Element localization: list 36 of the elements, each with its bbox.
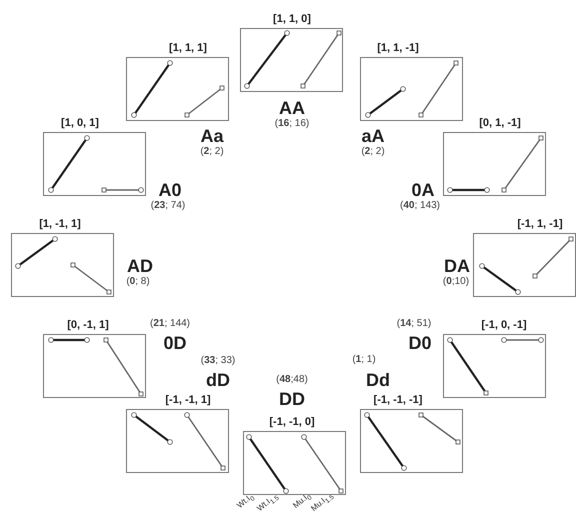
vector-heading: [-1, -1, -1]	[374, 394, 422, 407]
vector-heading: [-1, -1, 1]	[165, 394, 211, 407]
genotype-name: AD	[127, 256, 153, 276]
genotype-name: A0	[158, 180, 182, 200]
vector-heading: [1, -1, 1]	[39, 218, 81, 231]
vector-heading: [-1, -1, 0]	[269, 416, 315, 429]
genotype-name: DD	[279, 389, 305, 409]
count-label: (2; 2)	[200, 146, 224, 158]
vector-heading: [1, 1, -1]	[377, 42, 419, 55]
vector-heading: [1, 1, 0]	[273, 13, 311, 26]
genotype-name: aA	[362, 126, 384, 146]
count-label: (2; 2)	[361, 146, 385, 158]
count-label: (16; 16)	[274, 118, 310, 130]
genotype-name: Aa	[200, 126, 224, 146]
genotype-name: 0D	[164, 333, 186, 353]
count-label: (14; 51)	[396, 318, 432, 330]
genotype-name: AA	[279, 98, 305, 118]
vector-heading: [1, 1, 1]	[169, 42, 207, 55]
genotype-name: 0A	[412, 180, 434, 200]
count-label: (0;10)	[442, 276, 470, 288]
vector-heading: [-1, 0, -1]	[481, 319, 527, 332]
count-label: (23; 74)	[150, 200, 186, 212]
count-label: (0; 8)	[126, 276, 150, 288]
vector-heading: [0, 1, -1]	[479, 117, 521, 130]
vector-heading: [1, 0, 1]	[61, 117, 99, 130]
genotype-name: DA	[444, 256, 470, 276]
count-label: (1; 1)	[352, 354, 376, 366]
count-label: (21; 144)	[150, 318, 190, 330]
genotype-name: dD	[206, 370, 230, 390]
vector-heading: [-1, 1, -1]	[517, 218, 563, 231]
vector-heading: [0, -1, 1]	[67, 319, 109, 332]
count-label: (33; 33)	[200, 355, 236, 367]
count-label: (40; 143)	[400, 200, 440, 212]
genotype-name: D0	[408, 333, 432, 353]
count-label: (48;48)	[276, 374, 308, 386]
genotype-name: Dd	[366, 370, 390, 390]
